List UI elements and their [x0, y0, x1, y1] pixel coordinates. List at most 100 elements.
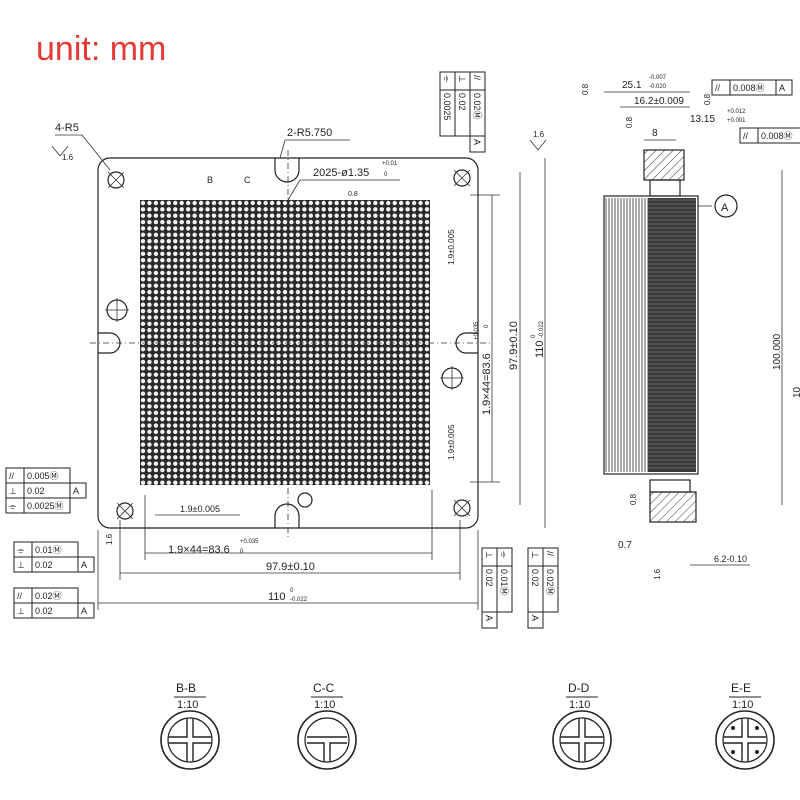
fcf-cell: // — [743, 131, 749, 141]
fillet-label: 0.8 — [348, 191, 358, 198]
roughness-e: 1.6 — [653, 568, 662, 580]
corner-radius-label: 4-R5 — [55, 122, 79, 134]
width-13-lower: +0.001 — [727, 118, 746, 124]
fcf-cell: ⊥ — [9, 486, 17, 496]
corner-hole-tl — [107, 171, 125, 189]
fcf-cell: A — [530, 615, 540, 621]
width-16-label: 16.2±0.009 — [634, 96, 684, 107]
fcf-cell: 0.01Ⓜ — [35, 545, 62, 555]
fcf-bottom-vertical-b: //0.02Ⓜ⊥0.02A — [527, 547, 559, 629]
fcf-cell: ⌯ — [499, 551, 509, 559]
corner-hole-bl — [116, 502, 134, 520]
fcf-cell: // — [715, 83, 721, 93]
section-scale: 1:10 — [314, 699, 335, 711]
section-scale: 1:10 — [569, 699, 590, 711]
c-section-label: C — [244, 175, 251, 185]
section-scale: 1:10 — [177, 699, 198, 711]
section-d-d: D-D 1:10 — [552, 681, 612, 770]
section-name: B-B — [176, 681, 196, 695]
fcf-cell: ⌯ — [442, 75, 452, 83]
pitch-bottom-label: 1.9±0.005 — [180, 504, 220, 514]
hole-spec-label: 2025-ø1.35 — [313, 167, 369, 179]
bottom-pin-hole — [297, 492, 313, 508]
front-view: 4-R5 1.6 2-R5.750 2025-ø1.35 +0.01 0 0.8… — [51, 122, 547, 610]
pocket-radius-label: 2-R5.750 — [287, 127, 332, 139]
hole-tol-upper: +0.01 — [382, 161, 398, 167]
roughness-b: 0.8 — [625, 116, 634, 128]
width-top-lower: -0.020 — [649, 84, 667, 90]
fcf-cell: ⊥ — [457, 75, 467, 83]
fcf-cell: 0.02 — [484, 569, 494, 587]
right-pocket — [455, 332, 478, 354]
width-13-label: 13.15 — [690, 114, 715, 125]
pattern-v-upper: +0.035 — [474, 321, 480, 340]
corner-hole-tr — [453, 169, 471, 187]
section-views: B-B1:10C-C1:10D-D1:10E-E1:10 — [160, 681, 775, 770]
side-bottom-cap — [649, 491, 697, 523]
span-v-label: 97.9±0.10 — [508, 321, 520, 370]
pattern-h-label: 1.9×44=83.6 — [168, 544, 230, 556]
fcf-cell: // — [545, 551, 555, 557]
roughness-right-label: 1.6 — [533, 130, 545, 139]
datum-a-label: A — [721, 202, 729, 214]
fcf-cell: 0.0025 — [442, 93, 452, 121]
fcf-cell: ⊥ — [17, 560, 25, 570]
b-section-label: B — [207, 175, 213, 185]
width-13-upper: +0.012 — [727, 109, 746, 115]
fcf-cell: 0.01Ⓜ — [499, 569, 509, 596]
fcf-cell: ⊥ — [484, 551, 494, 559]
fcf-cell: 0.02 — [27, 486, 45, 496]
fcf-cell: // — [17, 591, 23, 601]
height-label: 100.000 — [772, 333, 783, 370]
top-pocket — [274, 158, 300, 183]
fcf-cell: A — [81, 606, 87, 616]
left-pocket — [98, 332, 121, 354]
fcf-cell: ⊥ — [17, 606, 25, 616]
datum-a-bubble — [714, 194, 738, 218]
pattern-v-label: 1.9×44=83.6 — [481, 353, 493, 415]
fcf-cell: 0.02Ⓜ — [545, 569, 555, 596]
fcf-cell: // — [472, 75, 482, 81]
fcf-cell: 0.008Ⓜ — [761, 131, 793, 141]
fcf-bottom-vertical-a: ⌯ 0.01Ⓜ ⊥ 0.02A — [481, 547, 513, 629]
span-h-label: 97.9±0.10 — [266, 561, 315, 573]
section-name: C-C — [313, 681, 335, 695]
pattern-h-lower: 0 — [240, 549, 244, 555]
hole-grid — [140, 200, 430, 485]
section-c-c: C-C 1:10 — [297, 681, 357, 770]
fcf-side-mid: // 0.008Ⓜ — [739, 127, 800, 144]
section-scale: 1:10 — [732, 699, 753, 711]
outer-v-tol: -0.022 — [539, 320, 545, 338]
dim-62-label: 6.2-0.10 — [714, 554, 747, 564]
side-fins — [605, 198, 696, 472]
fcf-cell: 0.02 — [35, 606, 53, 616]
fcf-cell: 0.005Ⓜ — [27, 471, 59, 481]
fcf-cell: 0.02 — [35, 560, 53, 570]
fcf-cell: A — [484, 615, 494, 621]
corner-hole-br — [453, 499, 471, 517]
section-e-e: E-E1:10 — [715, 681, 775, 770]
fcf-cell: A — [81, 560, 87, 570]
height-cut-label: 10 — [792, 386, 800, 398]
pitch-right-top-label: 1.9±0.005 — [447, 229, 456, 265]
width-top-label: 25.1 — [622, 80, 642, 91]
pattern-v-lower: 0 — [484, 324, 490, 328]
dim-07-label: 0.7 — [618, 540, 632, 551]
pitch-right-bottom-label: 1.9±0.005 — [447, 424, 456, 460]
outer-v-label: 110 — [534, 340, 546, 358]
outer-h-label: 110 — [268, 591, 286, 603]
fcf-cell: 0.02 — [457, 93, 467, 111]
fcf-cell: A — [73, 486, 79, 496]
pattern-h-upper: +0.035 — [240, 539, 259, 545]
side-top-cap — [643, 149, 685, 181]
unit-label: unit: mm — [36, 30, 167, 68]
hole-tol-lower: 0 — [384, 172, 388, 178]
fcf-cell: 0.008Ⓜ — [733, 83, 765, 93]
section-name: D-D — [568, 681, 590, 695]
